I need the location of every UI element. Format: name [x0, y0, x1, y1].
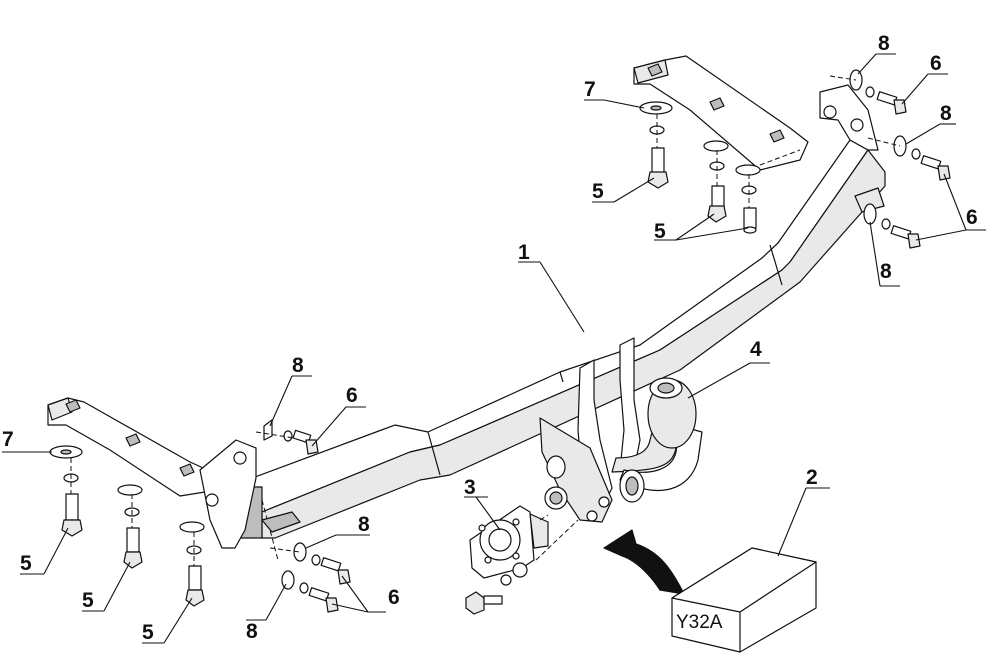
left-bolt-stack-2 [117, 484, 143, 569]
label-8: 8 [246, 620, 258, 643]
callout-6-d: 6 [915, 173, 986, 241]
right-bolt-stack-3 [735, 164, 761, 234]
callout-1: 1 [518, 241, 585, 333]
socket-plate [465, 505, 579, 615]
left-lower-screw-1 [269, 542, 351, 585]
label-1: 1 [518, 241, 530, 264]
right-low-screw [863, 203, 921, 249]
callout-7-a: 7 [2, 428, 52, 453]
callout-5-c: 5 [142, 597, 193, 644]
right-top-screw [829, 69, 907, 115]
label-8: 8 [358, 513, 370, 536]
label-5: 5 [654, 220, 666, 243]
label-5: 5 [142, 621, 154, 644]
left-bolt-stack-3 [179, 521, 205, 607]
right-bolt-stack-2 [703, 140, 729, 223]
callout-8-d: 8 [857, 32, 896, 75]
install-arrow [603, 529, 685, 595]
label-6: 6 [930, 52, 942, 75]
callout-8-b: 8 [305, 513, 370, 549]
label-8: 8 [292, 354, 304, 377]
right-bolt-stack-1 [639, 101, 673, 189]
label-5: 5 [82, 589, 94, 612]
callout-6-b: 6 [331, 575, 400, 613]
kit-code-text: Y32A [676, 612, 723, 633]
callout-2: 2 [777, 466, 830, 557]
callout-8-a: 8 [269, 354, 312, 427]
right-mid-screw [867, 135, 951, 181]
callout-5-d: 5 [592, 177, 655, 203]
label-6: 6 [388, 586, 400, 609]
callout-3: 3 [464, 476, 501, 531]
callout-6-c: 6 [901, 52, 948, 105]
right-side-arm [633, 55, 809, 171]
callout-8-e: 8 [905, 102, 956, 145]
callout-6-a: 6 [311, 384, 366, 447]
label-3: 3 [464, 476, 476, 499]
left-bracket [199, 439, 301, 561]
left-bolt-stack-1 [49, 445, 83, 537]
label-7: 7 [2, 428, 14, 451]
callout-8-f: 8 [869, 221, 900, 287]
label-7: 7 [584, 78, 596, 101]
callout-4: 4 [687, 338, 770, 399]
label-5: 5 [592, 180, 604, 203]
callout-8-c: 8 [246, 583, 287, 643]
callout-7-b: 7 [584, 78, 645, 109]
label-6: 6 [966, 206, 978, 229]
ball-neck-assembly [539, 337, 703, 523]
label-8: 8 [940, 102, 952, 125]
label-5: 5 [20, 552, 32, 575]
left-upper-screw [255, 419, 319, 455]
label-8: 8 [880, 260, 892, 283]
callout-5-e: 5 [654, 213, 749, 243]
electrical-kit-box: Y32A [671, 547, 817, 653]
callout-5-b: 5 [82, 561, 131, 612]
label-6: 6 [346, 384, 358, 407]
label-8: 8 [878, 32, 890, 55]
label-2: 2 [806, 466, 818, 489]
right-bracket [819, 84, 885, 213]
label-4: 4 [750, 338, 762, 361]
left-lower-screw-2 [281, 570, 339, 613]
callout-5-a: 5 [20, 527, 69, 575]
